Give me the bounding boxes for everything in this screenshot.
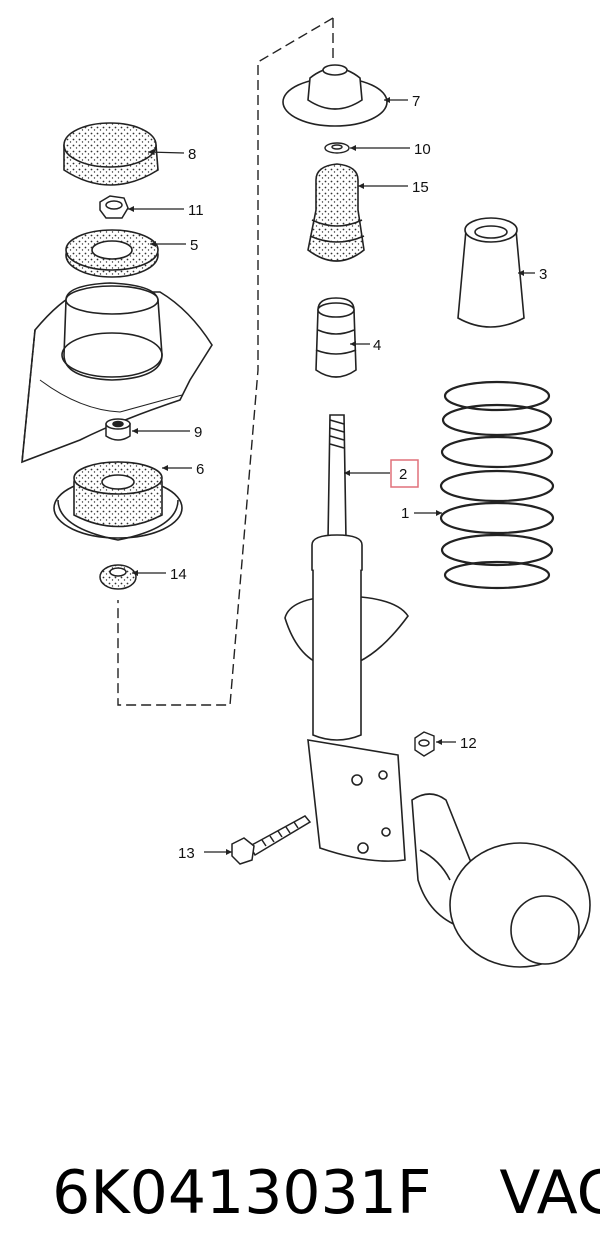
- callout-14: 14: [170, 566, 187, 583]
- part-10-washer: [324, 142, 350, 154]
- callout-10: 10: [414, 141, 431, 158]
- callout-7: 7: [412, 93, 420, 110]
- exploded-parts-diagram: 1 2 3 4 5 6 7 8 9 10 11 12 13 14 15: [21, 17, 591, 968]
- callout-8: 8: [188, 146, 196, 163]
- part-9-bushing: [105, 418, 131, 441]
- part-2-strut-assembly: [284, 414, 409, 862]
- part-5-bearing-washer: [65, 229, 159, 278]
- part-12-nut: [414, 731, 435, 757]
- callout-2-highlight: [390, 459, 419, 488]
- callout-3: 3: [539, 266, 547, 283]
- part-1-coil-spring: [439, 380, 555, 590]
- callout-12: 12: [460, 735, 477, 752]
- part-caption: 6K0413031F VAG: [14, 1058, 600, 1228]
- callout-11: 11: [188, 202, 204, 219]
- callout-5: 5: [190, 237, 198, 254]
- part-14-rubber-ring: [99, 564, 137, 590]
- part-number: 6K0413031F: [52, 1158, 432, 1228]
- callout-1: 1: [401, 505, 409, 522]
- part-13-bolt: [231, 815, 312, 865]
- callout-2: 2: [399, 466, 407, 483]
- part-11-nut: [99, 195, 129, 219]
- part-8-dust-cap: [63, 122, 159, 186]
- part-3-protective-boot: [457, 217, 525, 328]
- part-15-bump-stop: [307, 163, 365, 262]
- part-5-top-mount-housing: [61, 282, 163, 381]
- callout-9: 9: [194, 424, 202, 441]
- leader-arrows: [128, 97, 524, 855]
- callout-15: 15: [412, 179, 429, 196]
- part-7-upper-spring-seat: [282, 64, 388, 127]
- brand-name: VAG: [499, 1158, 600, 1228]
- part-4-bump-stop: [315, 297, 357, 378]
- assembly-guide-lines: [117, 17, 334, 706]
- callout-6: 6: [196, 461, 204, 478]
- callout-4: 4: [373, 337, 381, 354]
- callout-13: 13: [178, 845, 195, 862]
- wheel-hub-knuckle: [411, 793, 591, 968]
- part-6-strut-mount: [53, 461, 183, 541]
